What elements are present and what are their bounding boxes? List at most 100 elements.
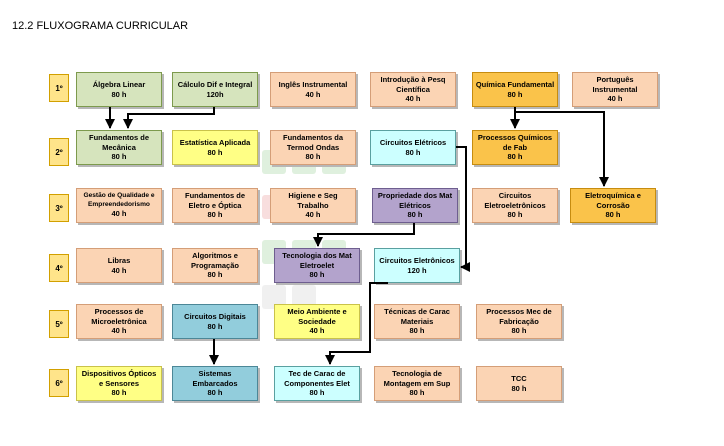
course-circ-digitais: Circuitos Digitais 80 h xyxy=(172,304,258,339)
course-tec-carac-comp: Tec de Carac de Componentes Elet 80 h xyxy=(274,366,360,401)
course-hours: 80 h xyxy=(111,388,127,398)
course-fund-mecanica: Fundamentos de Mecânica 80 h xyxy=(76,130,162,165)
course-hours: 40 h xyxy=(111,326,127,336)
course-name: Dispositivos Ópticos e Sensores xyxy=(81,369,157,388)
course-hours: 80 h xyxy=(507,210,523,220)
course-circ-eletricos: Circuitos Elétricos 80 h xyxy=(370,130,456,165)
course-sistemas-embarcados: Sistemas Embarcados 80 h xyxy=(172,366,258,401)
course-hours: 40 h xyxy=(607,94,623,104)
course-name: Gestão de Qualidade e Empreendedorismo xyxy=(83,192,155,208)
course-hours: 40 h xyxy=(111,265,127,275)
course-hours: 120 h xyxy=(407,265,427,275)
course-portugues: Português Instrumental 40 h xyxy=(572,72,658,107)
course-name: Inglês Instrumental xyxy=(278,80,348,89)
course-name: Fundamentos de Eletro e Óptica xyxy=(184,191,245,210)
semester-label-5: 5º xyxy=(49,310,69,338)
course-name: Fundamentos da Termod Ondas xyxy=(282,133,343,152)
course-hours: 80 h xyxy=(111,89,127,99)
course-name: Estatística Aplicada xyxy=(179,138,251,147)
course-calculo: Cálculo Dif e Integral 120h xyxy=(172,72,258,107)
course-hours: 40 h xyxy=(305,210,321,220)
course-name: Meio Ambiente e Sociedade xyxy=(287,307,347,326)
arrow-calculo-to-mecanica xyxy=(123,107,215,129)
course-hours: 80 h xyxy=(111,152,127,162)
course-tec-montagem: Tecnologia de Montagem em Sup 80 h xyxy=(374,366,460,401)
course-name: Álgebra Linear xyxy=(92,80,146,89)
course-name: Técnicas de Carac Materiais xyxy=(384,307,450,326)
course-hours: 80 h xyxy=(309,270,325,280)
course-name: Tecnologia dos Mat Eletroelet xyxy=(282,251,352,270)
course-name: Circuitos Eletrônicos xyxy=(379,256,455,265)
course-eletro-optica: Fundamentos de Eletro e Óptica 80 h xyxy=(172,188,258,223)
course-name: TCC xyxy=(511,374,527,383)
page-title: 12.2 FLUXOGRAMA CURRICULAR xyxy=(12,20,189,32)
course-hours: 80 h xyxy=(309,388,325,398)
course-tcc: TCC 80 h xyxy=(476,366,562,401)
course-hours: 80 h xyxy=(507,152,523,162)
arrow-prop-mat-to-tec-mat xyxy=(313,223,415,247)
course-name: Fundamentos de Mecânica xyxy=(88,133,149,152)
course-hours: 80 h xyxy=(207,147,223,157)
course-name: Sistemas Embarcados xyxy=(192,369,238,388)
semester-label-3: 3º xyxy=(49,194,69,222)
arrow-eletronicos-to-tec-carac xyxy=(325,282,388,365)
course-circ-eletroeletronicos: Circuitos Eletroeletrônicos 80 h xyxy=(472,188,558,223)
course-hours: 80 h xyxy=(409,388,425,398)
course-name: Tec de Carac de Componentes Elet xyxy=(284,369,350,388)
course-name: Algoritmos e Programação xyxy=(191,251,239,270)
arrow-circuitos-eletricos-to-eletronicos xyxy=(456,146,470,272)
course-name: Circuitos Eletroeletrônicos xyxy=(484,191,546,210)
course-quimica: Química Fundamental 80 h xyxy=(472,72,558,107)
course-hours: 40 h xyxy=(405,94,421,104)
arrow-quimica-to-eletroquimica xyxy=(515,111,609,187)
course-name: Propriedade dos Mat Elétricos xyxy=(377,191,453,210)
course-hours: 80 h xyxy=(207,270,223,280)
course-eletroquimica: Eletroquímica e Corrosão 80 h xyxy=(570,188,656,223)
course-name: Tecnologia de Montagem em Sup xyxy=(383,369,451,388)
course-name: Português Instrumental xyxy=(592,75,638,94)
course-intro-pesq: Introdução à Pesq Científica 40 h xyxy=(370,72,456,107)
course-proc-quimicos: Processos Químicos de Fab 80 h xyxy=(472,130,558,165)
semester-label-4: 4º xyxy=(49,254,69,282)
course-name: Processos Mec de Fabricação xyxy=(486,307,552,326)
course-meio-ambiente: Meio Ambiente e Sociedade 40 h xyxy=(274,304,360,339)
course-hours: 80 h xyxy=(605,210,621,220)
course-hours: 80 h xyxy=(207,321,223,331)
course-name: Cálculo Dif e Integral xyxy=(177,80,253,89)
course-name: Química Fundamental xyxy=(475,80,555,89)
course-libras: Libras 40 h xyxy=(76,248,162,283)
course-termod: Fundamentos da Termod Ondas 80 h xyxy=(270,130,356,165)
course-hours: 80 h xyxy=(511,383,527,393)
course-circ-eletronicos: Circuitos Eletrônicos 120 h xyxy=(374,248,460,283)
course-hours: 80 h xyxy=(409,326,425,336)
course-hours: 80 h xyxy=(305,152,321,162)
course-hours: 80 h xyxy=(511,326,527,336)
course-hours: 40 h xyxy=(111,209,127,219)
course-name: Higiene e Seg Trabalho xyxy=(288,191,338,210)
course-hours: 80 h xyxy=(507,89,523,99)
course-hours: 80 h xyxy=(207,210,223,220)
course-ingles: Inglês Instrumental 40 h xyxy=(270,72,356,107)
semester-label-2: 2º xyxy=(49,138,69,166)
course-hours: 120h xyxy=(206,89,224,99)
course-hours: 40 h xyxy=(305,89,321,99)
course-name: Processos Químicos de Fab xyxy=(477,133,553,152)
course-name: Processos de Microeletrônica xyxy=(91,307,147,326)
course-name: Libras xyxy=(107,256,131,265)
course-hours: 80 h xyxy=(407,210,423,220)
semester-label-1: 1º xyxy=(49,74,69,102)
course-proc-micro: Processos de Microeletrônica 40 h xyxy=(76,304,162,339)
course-tecnicas-carac: Técnicas de Carac Materiais 80 h xyxy=(374,304,460,339)
course-dispositivos: Dispositivos Ópticos e Sensores 80 h xyxy=(76,366,162,401)
course-gestao: Gestão de Qualidade e Empreendedorismo 4… xyxy=(76,188,162,223)
course-higiene: Higiene e Seg Trabalho 40 h xyxy=(270,188,356,223)
course-name: Circuitos Elétricos xyxy=(379,138,447,147)
course-algoritmos: Algoritmos e Programação 80 h xyxy=(172,248,258,283)
course-tec-mat: Tecnologia dos Mat Eletroelet 80 h xyxy=(274,248,360,283)
course-hours: 80 h xyxy=(207,388,223,398)
semester-label-6: 6º xyxy=(49,369,69,397)
course-proc-mec: Processos Mec de Fabricação 80 h xyxy=(476,304,562,339)
course-estatistica: Estatística Aplicada 80 h xyxy=(172,130,258,165)
course-hours: 40 h xyxy=(309,326,325,336)
